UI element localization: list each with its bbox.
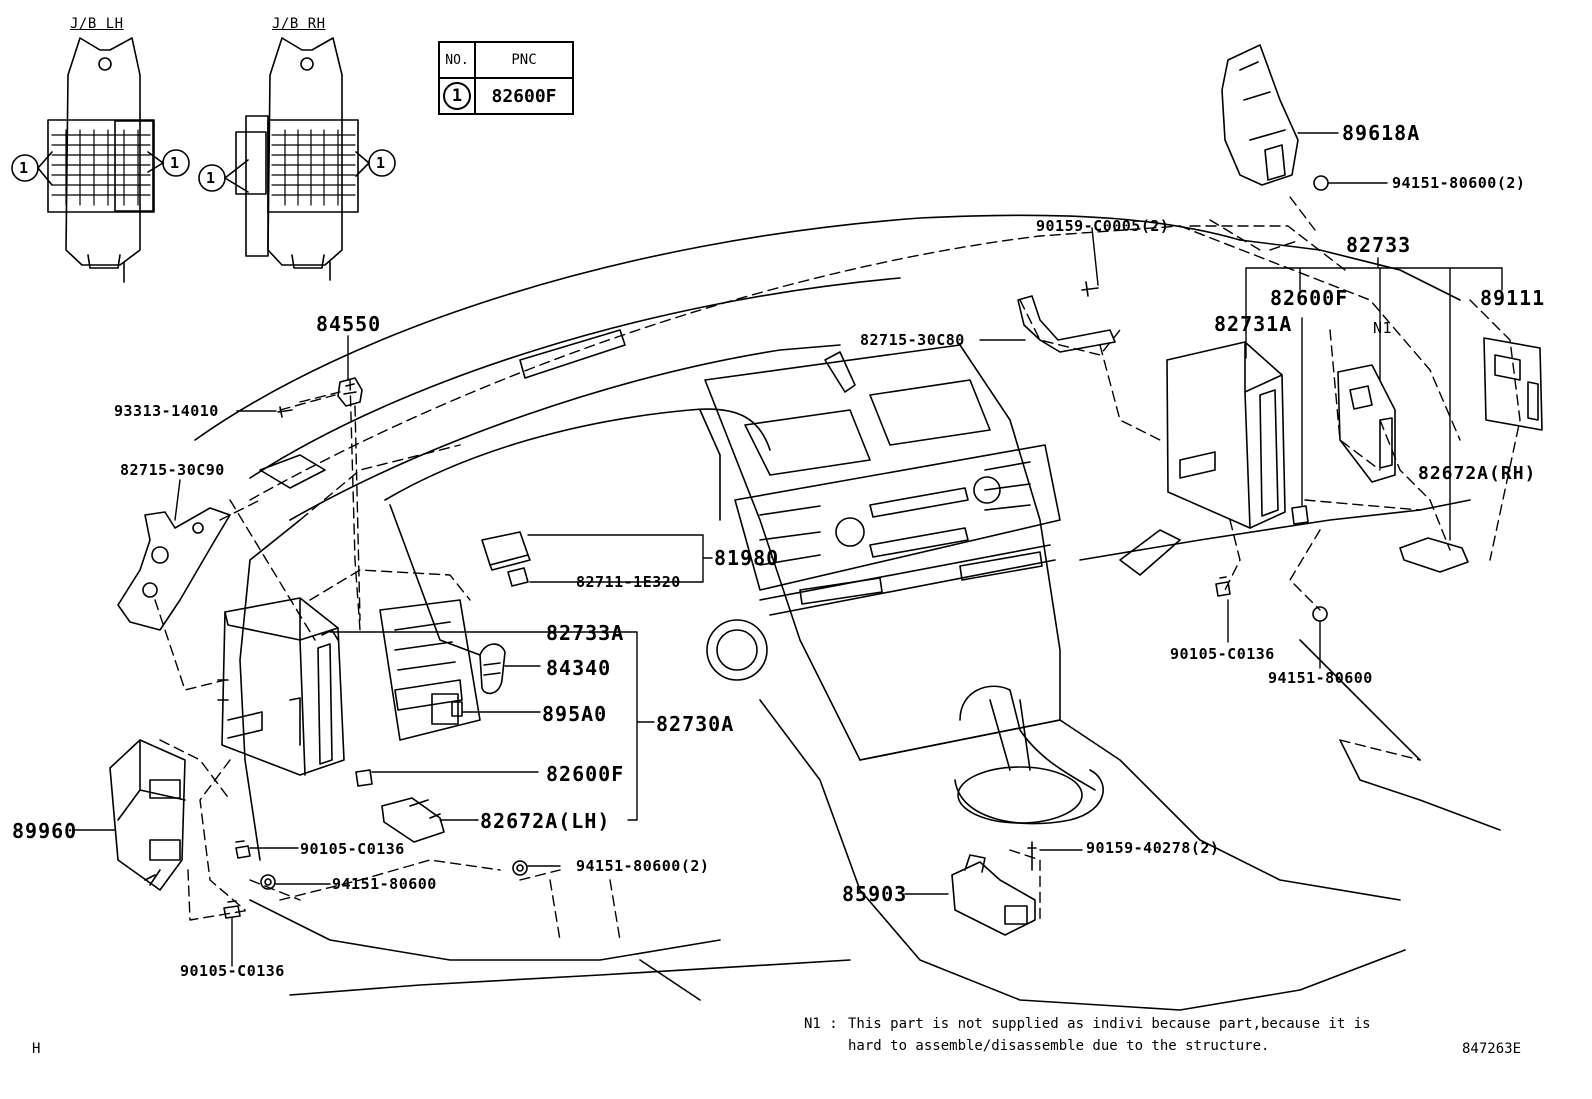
note-line-1: This part is not supplied as indivi beca… [848,1016,1371,1032]
part-85903-drawing [951,854,1036,936]
dashed-leaders [299,196,1346,621]
label-94151-80600-lh: 94151-80600 [332,875,437,893]
label-82715-30c90: 82715-30C90 [120,461,225,479]
bolt-93313-drawing [277,406,293,418]
part-82600f-lh-drawing [355,769,373,787]
label-94151-80600-2-rh: 94151-80600(2) [1392,174,1526,192]
table-cell-no: 1 [438,77,476,115]
instrument-panel-drawing [194,214,1501,1011]
label-90105-c0136-lh1: 90105-C0136 [300,840,405,858]
label-n1: N1 [1373,319,1393,337]
label-94151-80600-rh: 94151-80600 [1268,669,1373,687]
label-82672a-rh: 82672A(RH) [1418,463,1537,484]
bracket-82715-30c90-drawing [117,507,231,631]
note-line-2: hard to assemble/disassemble due to the … [848,1038,1270,1054]
table-header-pnc: PNC [474,41,574,79]
part-84340-drawing [479,643,506,695]
note-marker: N1 : [804,1016,838,1032]
label-90159-c0005-2: 90159-C0005(2) [1036,217,1170,235]
jb-rh-marker-right: 1 [376,154,386,172]
label-90159-40278-2: 90159-40278(2) [1086,839,1220,857]
label-82733: 82733 [1346,233,1412,257]
phantom-lines [154,219,1521,941]
label-82733a: 82733A [546,621,625,645]
part-82730a-drawing [217,597,345,776]
leader-lines [74,132,1503,967]
diagram-code: 847263E [1462,1041,1522,1057]
table-cell-pnc: 82600F [474,77,574,115]
part-89111-drawing [1483,337,1543,431]
part-82731a-drawing [1166,341,1286,529]
table-header-no: NO. [438,41,476,79]
clips-lh-drawing [223,840,528,919]
junction-block-lh-drawing [47,37,155,283]
jb-rh-label: J/B RH [272,16,326,32]
jb-lh-label: J/B LH [70,16,124,32]
label-82715-30c80: 82715-30C80 [860,331,965,349]
label-82672a-lh: 82672A(LH) [480,809,611,833]
nut-94151-r-drawing [1312,606,1328,622]
part-84550-drawing [337,377,363,407]
jb-lh-marker-right: 1 [170,154,180,172]
label-85903: 85903 [842,882,908,906]
part-89618a-drawing [1221,44,1299,186]
label-89618a: 89618A [1342,121,1421,145]
label-82731a: 82731A [1214,312,1293,336]
label-895a0: 895A0 [542,702,608,726]
label-89111: 89111 [1480,286,1546,310]
part-82600f-rh-drawing [1291,505,1309,525]
junction-block-rh-drawing [235,37,359,281]
jb-markers [11,149,396,193]
label-82600f-rh: 82600F [1270,286,1349,310]
label-93313-14010: 93313-14010 [114,402,219,420]
label-89960: 89960 [12,819,78,843]
part-82672a-rh-drawing [1399,537,1469,573]
jb-rh-marker-left: 1 [206,169,216,187]
part-895a0-drawing [431,693,463,725]
pnc-table: NO. PNC 1 82600F [438,41,574,115]
nut-94151-r2-drawing [1313,175,1329,191]
part-n1-drawing [1337,364,1396,483]
label-84340: 84340 [546,656,612,680]
bracket-82715-30c80-drawing [1017,281,1116,353]
table-number-badge: 1 [443,82,471,110]
footer-left-code: H [32,1041,41,1057]
clip-90105-r-drawing [1215,576,1231,597]
label-82600f-lh: 82600F [546,762,625,786]
label-82730a: 82730A [656,712,735,736]
jb-lh-marker-left: 1 [19,159,29,177]
label-94151-80600-2-lh: 94151-80600(2) [576,857,710,875]
label-90105-c0136-lh2: 90105-C0136 [180,962,285,980]
part-82672a-lh-drawing [381,797,445,843]
bolt-90159-40278-drawing [1027,841,1037,871]
part-81980-drawing [481,531,531,587]
part-89960-drawing [109,739,186,891]
label-81980: 81980 [714,546,780,570]
label-90105-c0136-rh: 90105-C0136 [1170,645,1275,663]
label-84550: 84550 [316,312,382,336]
label-82711-1e320: 82711-1E320 [576,573,681,591]
